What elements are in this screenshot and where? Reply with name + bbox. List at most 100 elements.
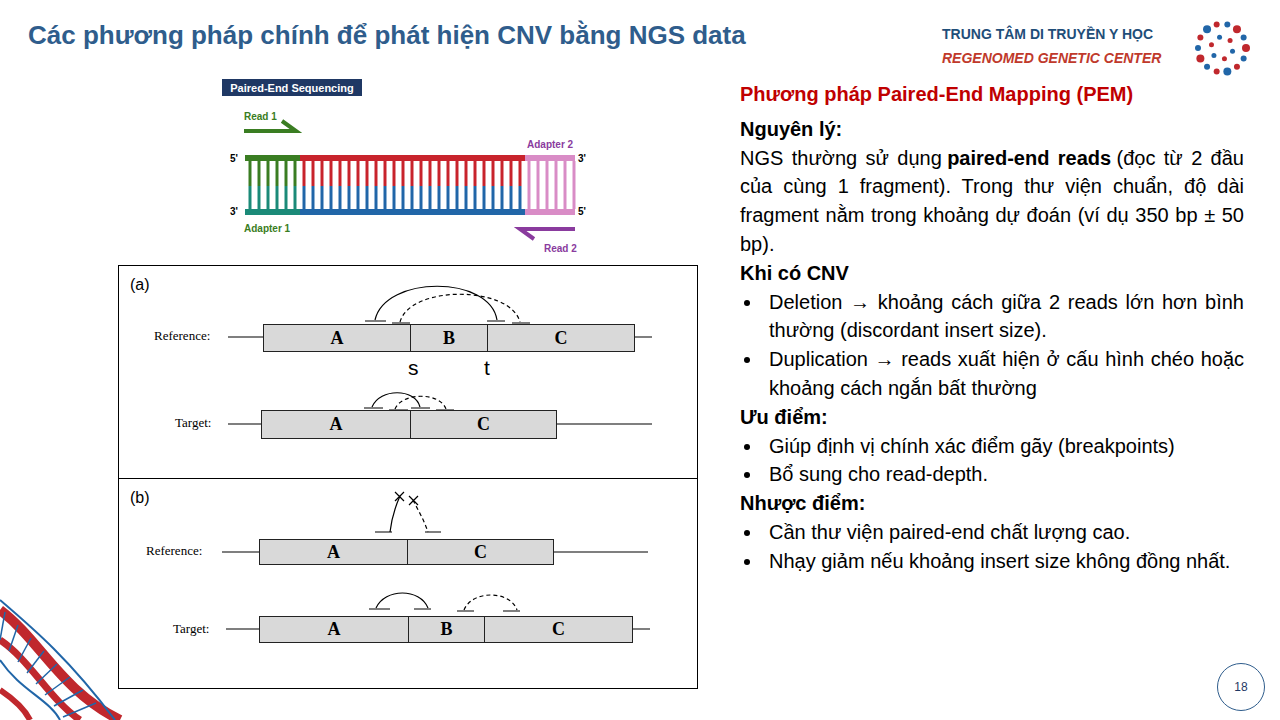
drawing-stroke <box>0 600 115 720</box>
node-text: B <box>443 328 455 349</box>
drawing-stroke <box>267 186 270 209</box>
figure-label: Target: <box>173 621 209 637</box>
drawing-stroke <box>249 186 252 209</box>
drawing-stroke <box>546 161 549 186</box>
drawing-stroke <box>1242 44 1250 52</box>
drawing-stroke <box>447 186 450 209</box>
drawing-stroke <box>276 186 279 209</box>
helix-rungs <box>0 612 96 717</box>
drawing-stroke <box>330 161 333 186</box>
drawing-stroke <box>564 161 567 186</box>
node-text: A <box>330 414 343 435</box>
section-heading: Ưu điểm: <box>740 403 1244 432</box>
drawing-stroke <box>54 690 83 706</box>
drawing-stroke <box>393 161 396 186</box>
drawing-stroke <box>63 703 96 717</box>
drawing-stroke <box>1223 67 1231 75</box>
drawing-stroke <box>1195 45 1201 51</box>
section-heading: Nhược điểm: <box>740 489 1244 518</box>
section-heading: Khi có CNV <box>740 259 1244 288</box>
drawing-stroke <box>18 638 31 662</box>
figure-label: Reference: <box>154 328 210 344</box>
drawing-stroke <box>357 161 360 186</box>
bullet-dot <box>744 357 750 363</box>
slide-title: Các phương pháp chính để phát hiện CNV b… <box>28 20 746 51</box>
drawing-stroke <box>400 294 520 322</box>
drawing-stroke <box>438 161 441 186</box>
drawing-stroke <box>492 161 495 186</box>
drawing-stroke <box>375 186 378 209</box>
drawing-stroke <box>546 186 549 209</box>
drawing-stroke <box>1209 42 1214 47</box>
drawing-stroke <box>456 161 459 186</box>
drawing-stroke <box>456 186 459 209</box>
node-text: C <box>474 542 487 563</box>
drawing-stroke <box>483 161 486 186</box>
drawing-stroke <box>321 161 324 186</box>
figure-label: s <box>408 356 419 380</box>
drawing-stroke <box>492 186 495 209</box>
drawing-stroke <box>0 640 80 720</box>
drawing-stroke <box>395 396 446 409</box>
drawing-stroke <box>339 161 342 186</box>
text-run: Ưu điểm: <box>740 406 828 428</box>
drawing-stroke <box>537 161 540 186</box>
figure-label: 3' <box>230 206 238 217</box>
drawing-stroke <box>36 664 57 684</box>
drawing-stroke <box>357 186 360 209</box>
section-heading: Phương pháp Paired-End Mapping (PEM) <box>740 80 1244 109</box>
drawing-stroke <box>1203 25 1211 33</box>
drawing-stroke <box>501 161 504 186</box>
drawing-stroke <box>249 161 252 186</box>
drawing-stroke <box>348 161 351 186</box>
segment-box: C <box>484 616 633 643</box>
page-number: 18 <box>1217 663 1265 711</box>
node-text: C <box>552 619 565 640</box>
drawing-stroke <box>27 651 44 673</box>
text-run: paired-end reads <box>947 147 1111 169</box>
drawing-stroke <box>413 500 428 532</box>
drawing-stroke <box>1214 68 1220 74</box>
text-run: Duplication → reads xuất hiện ở cấu hình… <box>769 348 1244 399</box>
drawing-stroke <box>1224 22 1230 28</box>
bullet-item: Nhạy giảm nếu khoảng insert size không đ… <box>740 547 1244 576</box>
drawing-stroke <box>244 121 296 131</box>
drawing-stroke <box>222 337 652 629</box>
drawing-stroke <box>339 186 342 209</box>
title-tag: Paired-End Sequencing <box>222 79 362 96</box>
drawing-stroke <box>312 161 315 186</box>
drawing-stroke <box>0 612 5 640</box>
figure-panel: (b)ACABC <box>118 478 698 689</box>
drawing-stroke <box>537 186 540 209</box>
figure-label: t <box>484 356 490 380</box>
logo-text: TRUNG TÂM DI TRUYỀN Y HỌC <box>942 26 1153 42</box>
text-run: Nhạy giảm nếu khoảng insert size không đ… <box>769 550 1230 572</box>
bullet-item: Giúp định vị chính xác điểm gãy (breakpo… <box>740 432 1244 461</box>
drawing-stroke <box>258 186 261 209</box>
drawing-stroke <box>330 186 333 209</box>
segment-box: B <box>408 616 485 643</box>
drawing-stroke <box>375 161 378 186</box>
drawing-stroke <box>372 393 420 407</box>
dna-rungs <box>250 161 574 209</box>
text-run: Bổ sung cho read-depth. <box>769 463 988 485</box>
drawing-stroke <box>402 186 405 209</box>
drawing-stroke <box>1217 35 1222 40</box>
drawing-stroke <box>321 186 324 209</box>
drawing-stroke <box>483 186 486 209</box>
figure-label: Target: <box>175 415 211 431</box>
logo-icon <box>1195 22 1250 76</box>
text-column: Phương pháp Paired-End Mapping (PEM)Nguy… <box>740 80 1244 576</box>
drawing-stroke <box>411 186 414 209</box>
node-text: A <box>327 542 340 563</box>
drawing-stroke <box>429 161 432 186</box>
drawing-stroke <box>555 186 558 209</box>
helix-decoration <box>0 600 120 720</box>
figure-label: Adapter 1 <box>244 223 290 234</box>
figure-label: Adapter 2 <box>527 139 573 150</box>
node-text: Paired-End Sequencing <box>230 82 353 94</box>
figure-label: Reference: <box>146 543 202 559</box>
drawing-stroke <box>300 209 525 215</box>
drawing-stroke <box>9 625 18 651</box>
drawing-stroke <box>366 186 369 209</box>
